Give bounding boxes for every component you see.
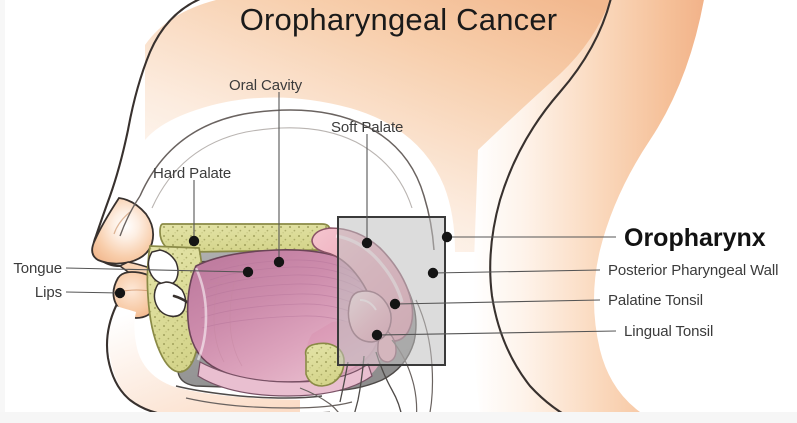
neck-outlines xyxy=(175,385,353,423)
dot-tongue xyxy=(242,266,254,278)
dot-oral-cavity xyxy=(273,256,285,268)
dot-palatine-tonsil xyxy=(389,298,401,310)
label-oral-cavity: Oral Cavity xyxy=(229,77,303,94)
label-oropharynx: Oropharynx xyxy=(624,224,766,252)
leader-dots xyxy=(114,231,453,341)
hard-palate-bone xyxy=(159,223,331,253)
page-title: Oropharyngeal Cancer xyxy=(239,2,558,37)
label-palatine-tonsil: Palatine Tonsil xyxy=(608,292,703,309)
dot-posterior-pharyngeal-wall xyxy=(427,267,439,279)
dot-soft-palate xyxy=(361,237,373,249)
dot-hard-palate xyxy=(188,235,200,247)
dot-oropharynx xyxy=(441,231,453,243)
label-hard-palate: Hard Palate xyxy=(153,165,232,182)
label-lips: Lips xyxy=(34,284,62,301)
leader-lines xyxy=(65,92,617,336)
dot-lingual-tonsil xyxy=(371,329,383,341)
dot-lips xyxy=(114,287,126,299)
label-soft-palate: Soft Palate xyxy=(331,119,404,136)
head-profile xyxy=(91,0,704,423)
label-lingual-tonsil: Lingual Tonsil xyxy=(624,323,714,340)
cavity-outlines xyxy=(119,109,435,251)
label-posterior-pharyngeal-wall: Posterior Pharyngeal Wall xyxy=(608,262,779,279)
oropharynx-highlight-box xyxy=(337,216,446,366)
label-tongue: Tongue xyxy=(13,260,62,277)
